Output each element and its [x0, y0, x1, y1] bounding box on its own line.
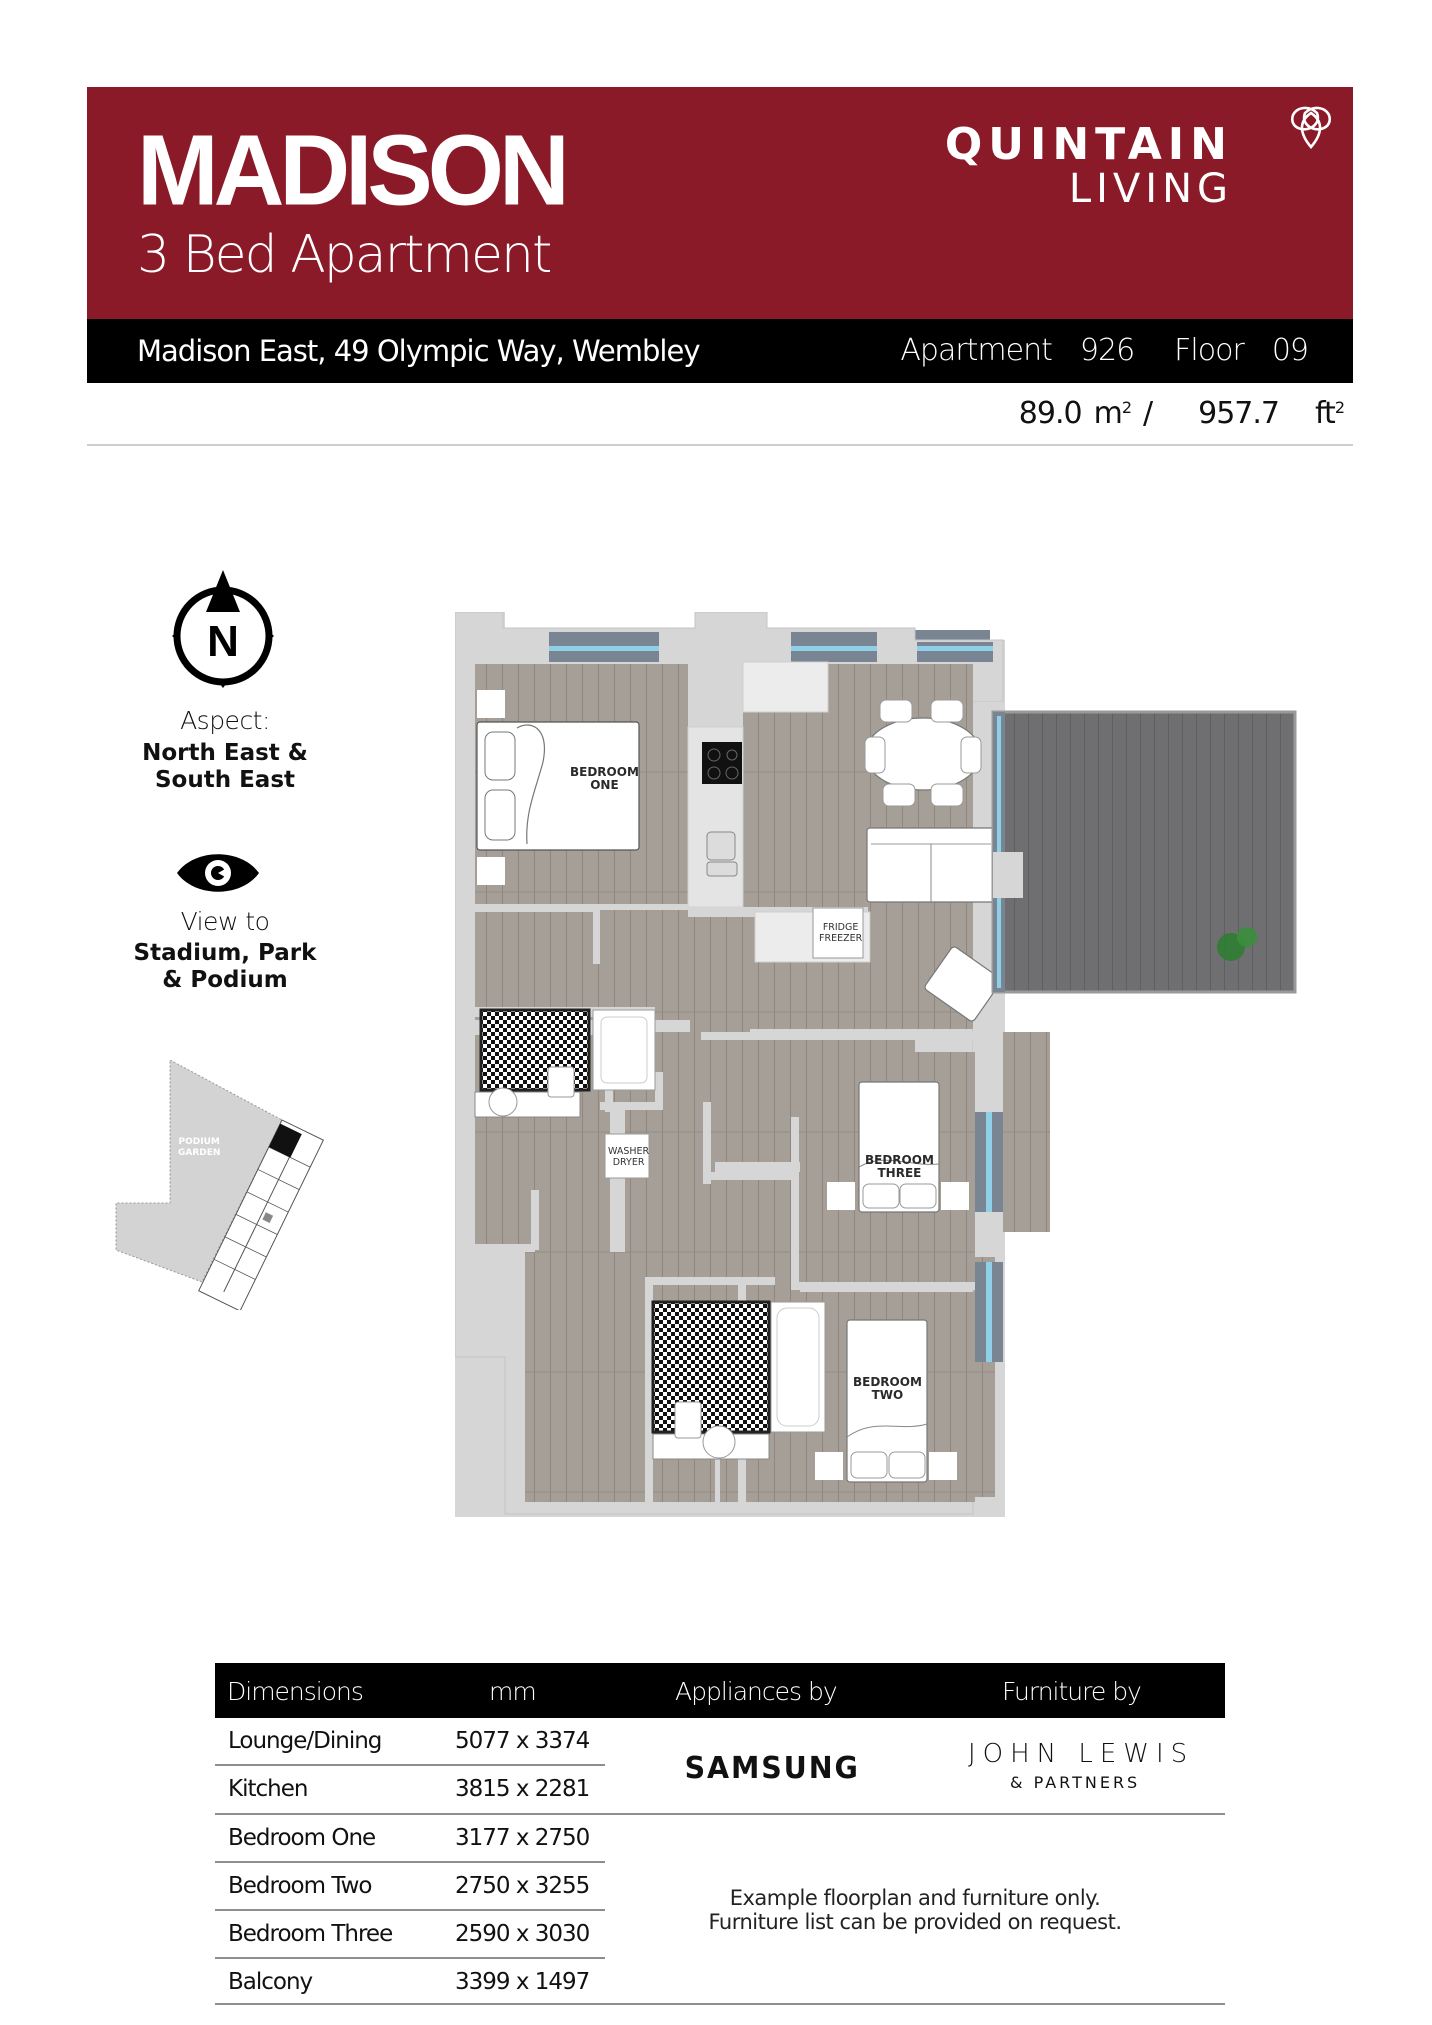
floorplan: BEDROOM ONE BEDROOM THREE BEDROOM TWO FR… — [455, 612, 1300, 1517]
header-furniture: Furniture by — [1002, 1677, 1142, 1706]
room-size: 3815 x 2281 — [455, 1776, 590, 1802]
samsung-logo: SAMSUNG — [684, 1751, 860, 1786]
aspect-value: North East & South East — [110, 740, 340, 794]
apartment-type: 3 Bed Apartment — [137, 225, 552, 285]
disclaimer-line-2: Furniture list can be provided on reques… — [708, 1910, 1122, 1934]
john-lewis-logo: JOHN LEWIS — [968, 1739, 1195, 1769]
keyplan-label-line-2: GARDEN — [178, 1148, 221, 1158]
podium-garden-label: PODIUM GARDEN — [178, 1137, 220, 1159]
disclaimer-line-1: Example floorplan and furniture only. — [729, 1886, 1101, 1910]
room-name: Bedroom Three — [228, 1921, 393, 1947]
view-label: View to — [180, 907, 270, 936]
bedroom-three-label-2: THREE — [877, 1166, 922, 1180]
view-line-1: Stadium, Park — [133, 940, 317, 966]
info-bar: Madison East, 49 Olympic Way, Wembley Ap… — [87, 319, 1353, 383]
aspect-line-1: North East & — [142, 740, 308, 766]
brand-name-top: QUINTAIN — [944, 119, 1233, 170]
header-appliances: Appliances by — [675, 1677, 838, 1706]
bedroom-two-label-2: TWO — [871, 1388, 904, 1402]
room-size: 2750 x 3255 — [455, 1873, 590, 1899]
area-metric-exponent: 2 — [1121, 398, 1132, 417]
fridge-freezer-label: FRIDGE FREEZER — [819, 922, 862, 944]
view-line-2: & Podium — [162, 967, 288, 993]
development-title: MADISON — [137, 113, 570, 227]
area-imperial-exponent: 2 — [1334, 398, 1345, 417]
apartment-label: Apartment — [900, 333, 1053, 368]
room-size: 5077 x 3374 — [455, 1728, 590, 1754]
brand-name-bottom: LIVING — [1068, 166, 1233, 212]
room-label-bedroom-two: BEDROOM TWO — [853, 1376, 922, 1402]
room-size: 3177 x 2750 — [455, 1825, 590, 1851]
area-imperial-value: 957.7 — [1198, 396, 1280, 431]
floor-number: 09 — [1271, 333, 1309, 368]
washer-dryer-label: WASHER DRYER — [608, 1146, 649, 1168]
svg-text:N: N — [207, 617, 239, 666]
room-name: Bedroom One — [228, 1825, 376, 1851]
room-size: 2590 x 3030 — [455, 1921, 590, 1947]
bedroom-three-label-1: BEDROOM — [865, 1153, 934, 1167]
quintain-living-logo: QUINTAIN LIVING — [944, 119, 1291, 212]
view-eye-icon — [177, 854, 259, 892]
window-top-1 — [549, 632, 659, 662]
fridge-label-1: FRIDGE — [822, 922, 859, 933]
header-mm: mm — [489, 1677, 537, 1706]
bedroom-two-label-1: BEDROOM — [853, 1375, 922, 1389]
area-metric-value: 89.0 — [1018, 396, 1083, 431]
washer-label-1: WASHER — [608, 1146, 650, 1157]
area-metric-unit: m — [1093, 396, 1123, 431]
north-compass-icon: N — [172, 570, 274, 688]
table-row: Bedroom Two 2750 x 3255 — [215, 1863, 605, 1911]
furniture-disclaimer: Example floorplan and furniture only. Fu… — [605, 1886, 1225, 1934]
washer-label-2: DRYER — [612, 1157, 645, 1168]
table-bottom-line — [215, 2003, 1225, 2005]
header-dimensions: Dimensions — [227, 1677, 364, 1706]
building-key-plan — [115, 1060, 325, 1310]
area-imperial-unit: ft — [1315, 396, 1336, 431]
john-lewis-partners: & PARTNERS — [1010, 1773, 1141, 1792]
table-row: Lounge/Dining 5077 x 3374 — [215, 1718, 605, 1766]
room-name: Balcony — [228, 1969, 313, 1995]
room-label-bedroom-one: BEDROOM ONE — [570, 766, 639, 792]
table-row: Kitchen 3815 x 2281 — [215, 1766, 605, 1814]
table-row: Balcony 3399 x 1497 — [215, 1959, 605, 2007]
room-name: Bedroom Two — [228, 1873, 372, 1899]
table-row: Bedroom One 3177 x 2750 — [215, 1815, 605, 1863]
bedroom-one-label-1: BEDROOM — [570, 765, 639, 779]
aspect-label: Aspect: — [180, 706, 270, 735]
room-name: Kitchen — [228, 1776, 308, 1802]
area-separator: / — [1143, 396, 1153, 431]
header-banner: MADISON 3 Bed Apartment QUINTAIN LIVING — [87, 87, 1353, 319]
table-header: Dimensions mm Appliances by Furniture by — [215, 1663, 1225, 1718]
floor-label: Floor — [1174, 333, 1245, 368]
trinity-knot-icon — [1290, 106, 1332, 149]
floorplan-detail — [455, 612, 1297, 1515]
aspect-line-2: South East — [154, 767, 296, 793]
table-row: Bedroom Three 2590 x 3030 — [215, 1911, 605, 1959]
bedroom-one-label-2: ONE — [590, 778, 619, 792]
room-name: Lounge/Dining — [228, 1728, 382, 1754]
address: Madison East, 49 Olympic Way, Wembley — [137, 334, 700, 368]
brand-divider — [215, 1813, 1225, 1815]
header-divider — [87, 444, 1353, 446]
apartment-number: 926 — [1079, 333, 1135, 368]
keyplan-label-line-1: PODIUM — [178, 1137, 220, 1147]
apartment-floor-info: Apartment 926 Floor 09 — [870, 333, 1309, 368]
fridge-label-2: FREEZER — [819, 933, 863, 944]
room-size: 3399 x 1497 — [455, 1969, 590, 1995]
room-label-bedroom-three: BEDROOM THREE — [865, 1154, 934, 1180]
view-value: Stadium, Park & Podium — [110, 940, 340, 994]
